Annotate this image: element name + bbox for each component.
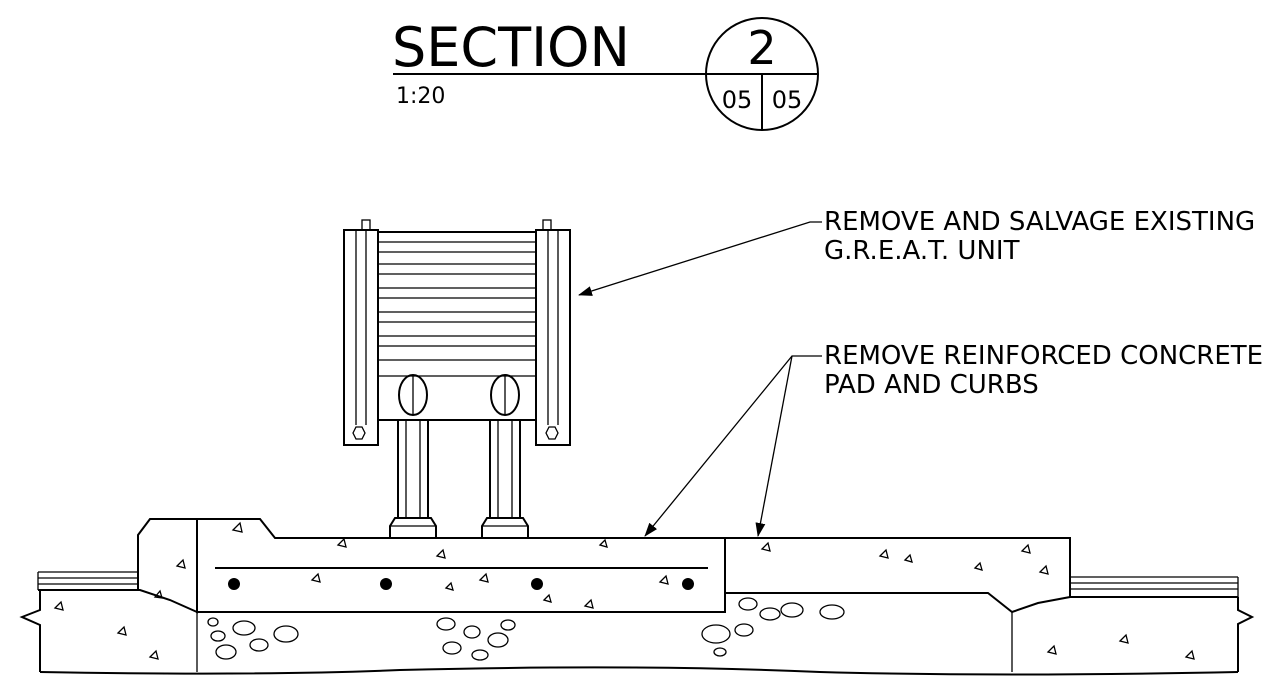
- concrete-pad: [196, 518, 726, 613]
- sheet-ref-right: 05: [772, 86, 803, 114]
- subgrade-line: [39, 666, 1239, 676]
- callout-salvage: REMOVE AND SALVAGE EXISTING G.R.E.A.T. U…: [578, 207, 1255, 296]
- left-curb: [137, 518, 198, 614]
- road-layers-right: [1070, 576, 1239, 598]
- break-line-left: [19, 590, 41, 672]
- section-title-block: SECTION 1:20 2 05 05: [392, 16, 819, 131]
- scale-label: 1:20: [396, 84, 445, 109]
- callout-salvage-line1: REMOVE AND SALVAGE EXISTING: [824, 207, 1255, 237]
- road-layers-left: [37, 571, 138, 591]
- rebar-dot: [228, 578, 240, 590]
- break-line-right: [1237, 597, 1255, 672]
- concrete-hatch: [53, 521, 1195, 660]
- rebar-dot: [380, 578, 392, 590]
- section-title: SECTION: [392, 16, 630, 79]
- ground-section: [19, 518, 1255, 676]
- rebar-dot: [682, 578, 694, 590]
- rebar-dot: [531, 578, 543, 590]
- aggregate-hatch: [207, 597, 845, 661]
- right-curb-slab: [724, 537, 1071, 614]
- callout-concrete-line2: PAD AND CURBS: [824, 370, 1039, 400]
- callout-concrete-line1: REMOVE REINFORCED CONCRETE: [824, 341, 1263, 371]
- callout-salvage-line2: G.R.E.A.T. UNIT: [824, 236, 1020, 266]
- great-unit-slats: [378, 241, 536, 377]
- section-number: 2: [747, 21, 776, 75]
- great-unit: [343, 219, 571, 539]
- sheet-ref-left: 05: [722, 86, 753, 114]
- callout-concrete: REMOVE REINFORCED CONCRETE PAD AND CURBS: [644, 341, 1263, 537]
